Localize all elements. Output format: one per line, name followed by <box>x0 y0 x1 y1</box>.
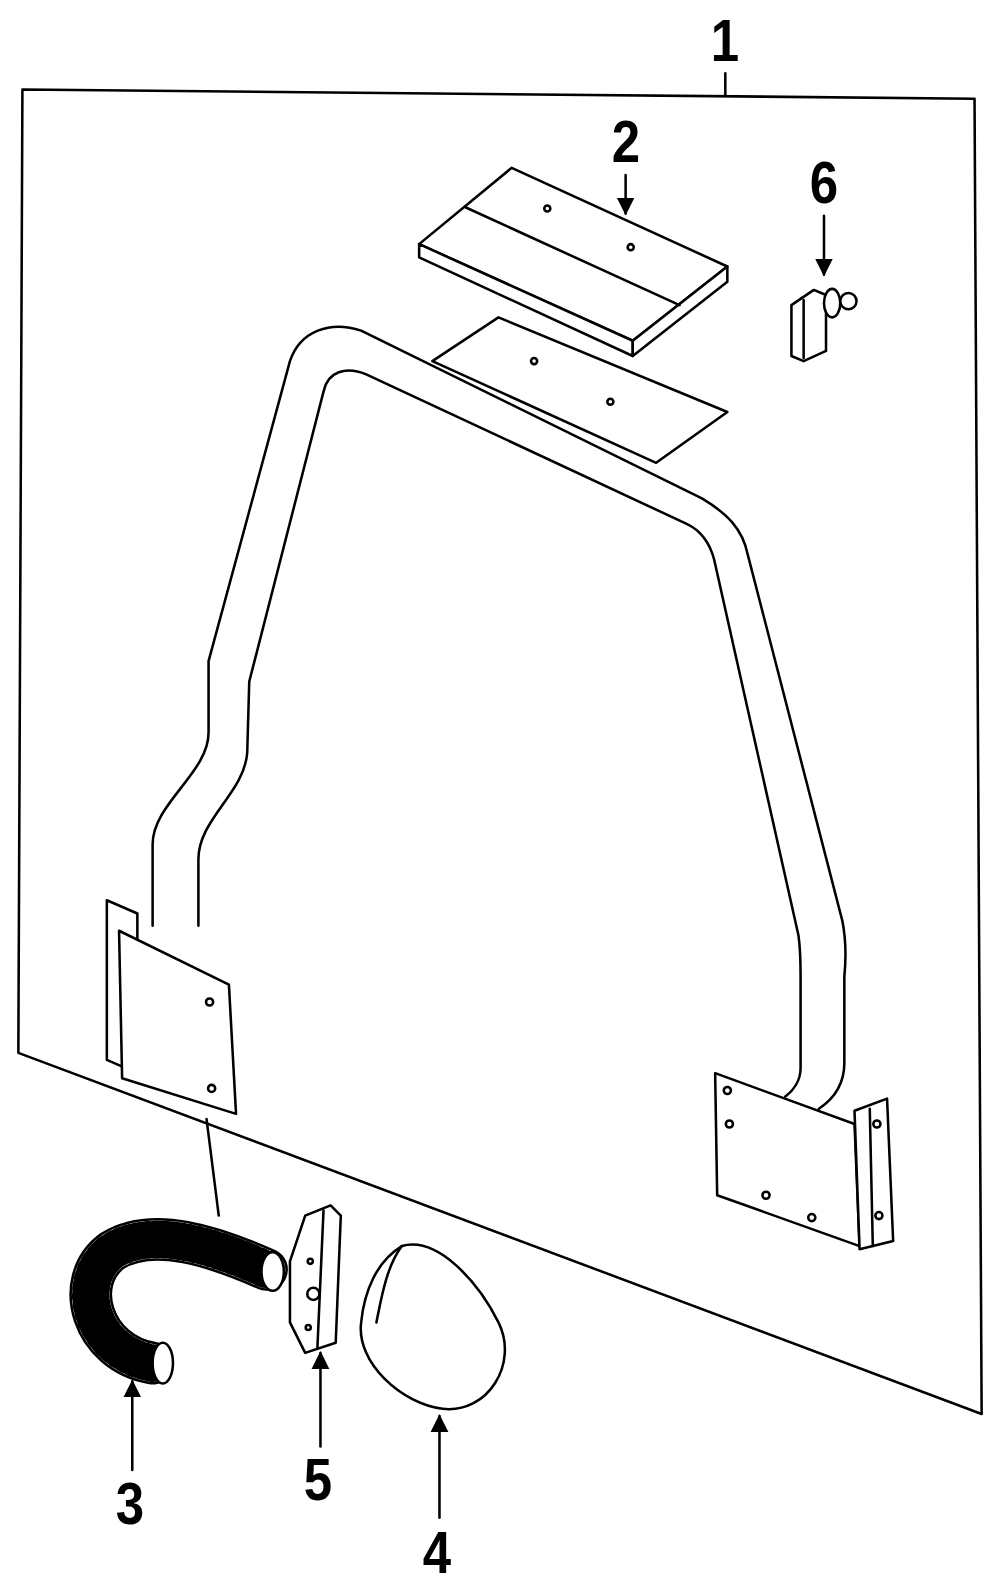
callout-number: 3 <box>116 1474 144 1534</box>
callout-arrow <box>131 1381 134 1469</box>
callout-arrow <box>823 216 826 275</box>
callout-number: 1 <box>711 11 739 71</box>
frame-bracket <box>715 1073 893 1249</box>
frame-tube <box>153 327 846 1109</box>
leader-line <box>207 1119 219 1216</box>
callout-number: 4 <box>423 1523 451 1583</box>
callout-number: 5 <box>304 1450 332 1510</box>
rubber-boot <box>361 1245 505 1410</box>
callout-arrow <box>624 175 627 214</box>
callout-arrow <box>438 1416 441 1518</box>
bulb-socket <box>791 289 856 361</box>
callout-number: 6 <box>810 153 838 213</box>
hose-bracket <box>290 1205 341 1352</box>
assembly-panel <box>18 90 981 1414</box>
callout-number: 2 <box>611 112 639 172</box>
leader-line <box>724 73 727 94</box>
corrugated-hose <box>91 1239 284 1383</box>
callout-arrow <box>319 1353 322 1447</box>
frame-bracket <box>107 900 236 1114</box>
frame-tube <box>198 371 800 1097</box>
